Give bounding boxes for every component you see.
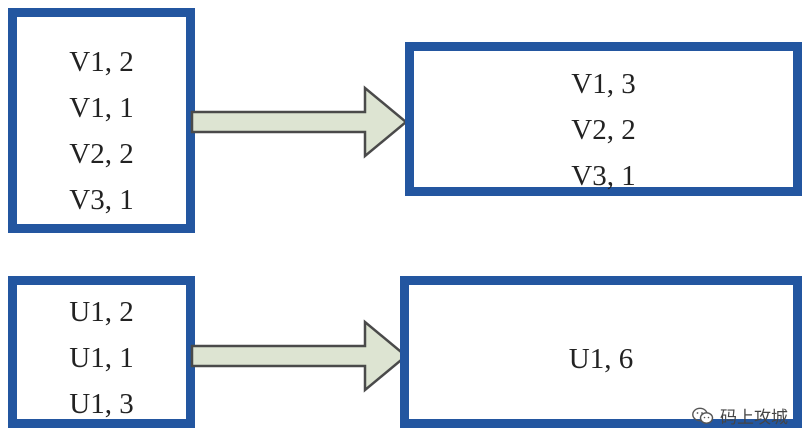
input-item: U1, 1 xyxy=(69,342,134,374)
input-item: V1, 2 xyxy=(69,46,134,78)
input-item: U1, 2 xyxy=(69,296,134,328)
input-item: V2, 2 xyxy=(69,138,134,170)
input-item: V3, 1 xyxy=(69,184,134,216)
output-item: V1, 3 xyxy=(571,68,636,100)
output-item: V2, 2 xyxy=(571,114,636,146)
output-box-v: V1, 3 V2, 2 V3, 1 xyxy=(405,42,802,196)
right-arrow-icon xyxy=(190,319,408,393)
output-box-u: U1, 6 xyxy=(400,276,802,428)
watermark-text: 码上攻城 xyxy=(720,408,788,428)
watermark: 码上攻城 xyxy=(692,403,788,428)
input-item: V1, 1 xyxy=(69,92,134,124)
output-item: V3, 1 xyxy=(571,160,636,192)
wechat-icon xyxy=(692,407,714,424)
input-box-u: U1, 2 U1, 1 U1, 3 xyxy=(8,276,195,428)
right-arrow-icon xyxy=(190,85,408,159)
output-item: U1, 6 xyxy=(568,343,634,375)
input-box-v: V1, 2 V1, 1 V2, 2 V3, 1 xyxy=(8,8,195,233)
input-item: U1, 3 xyxy=(69,388,134,420)
